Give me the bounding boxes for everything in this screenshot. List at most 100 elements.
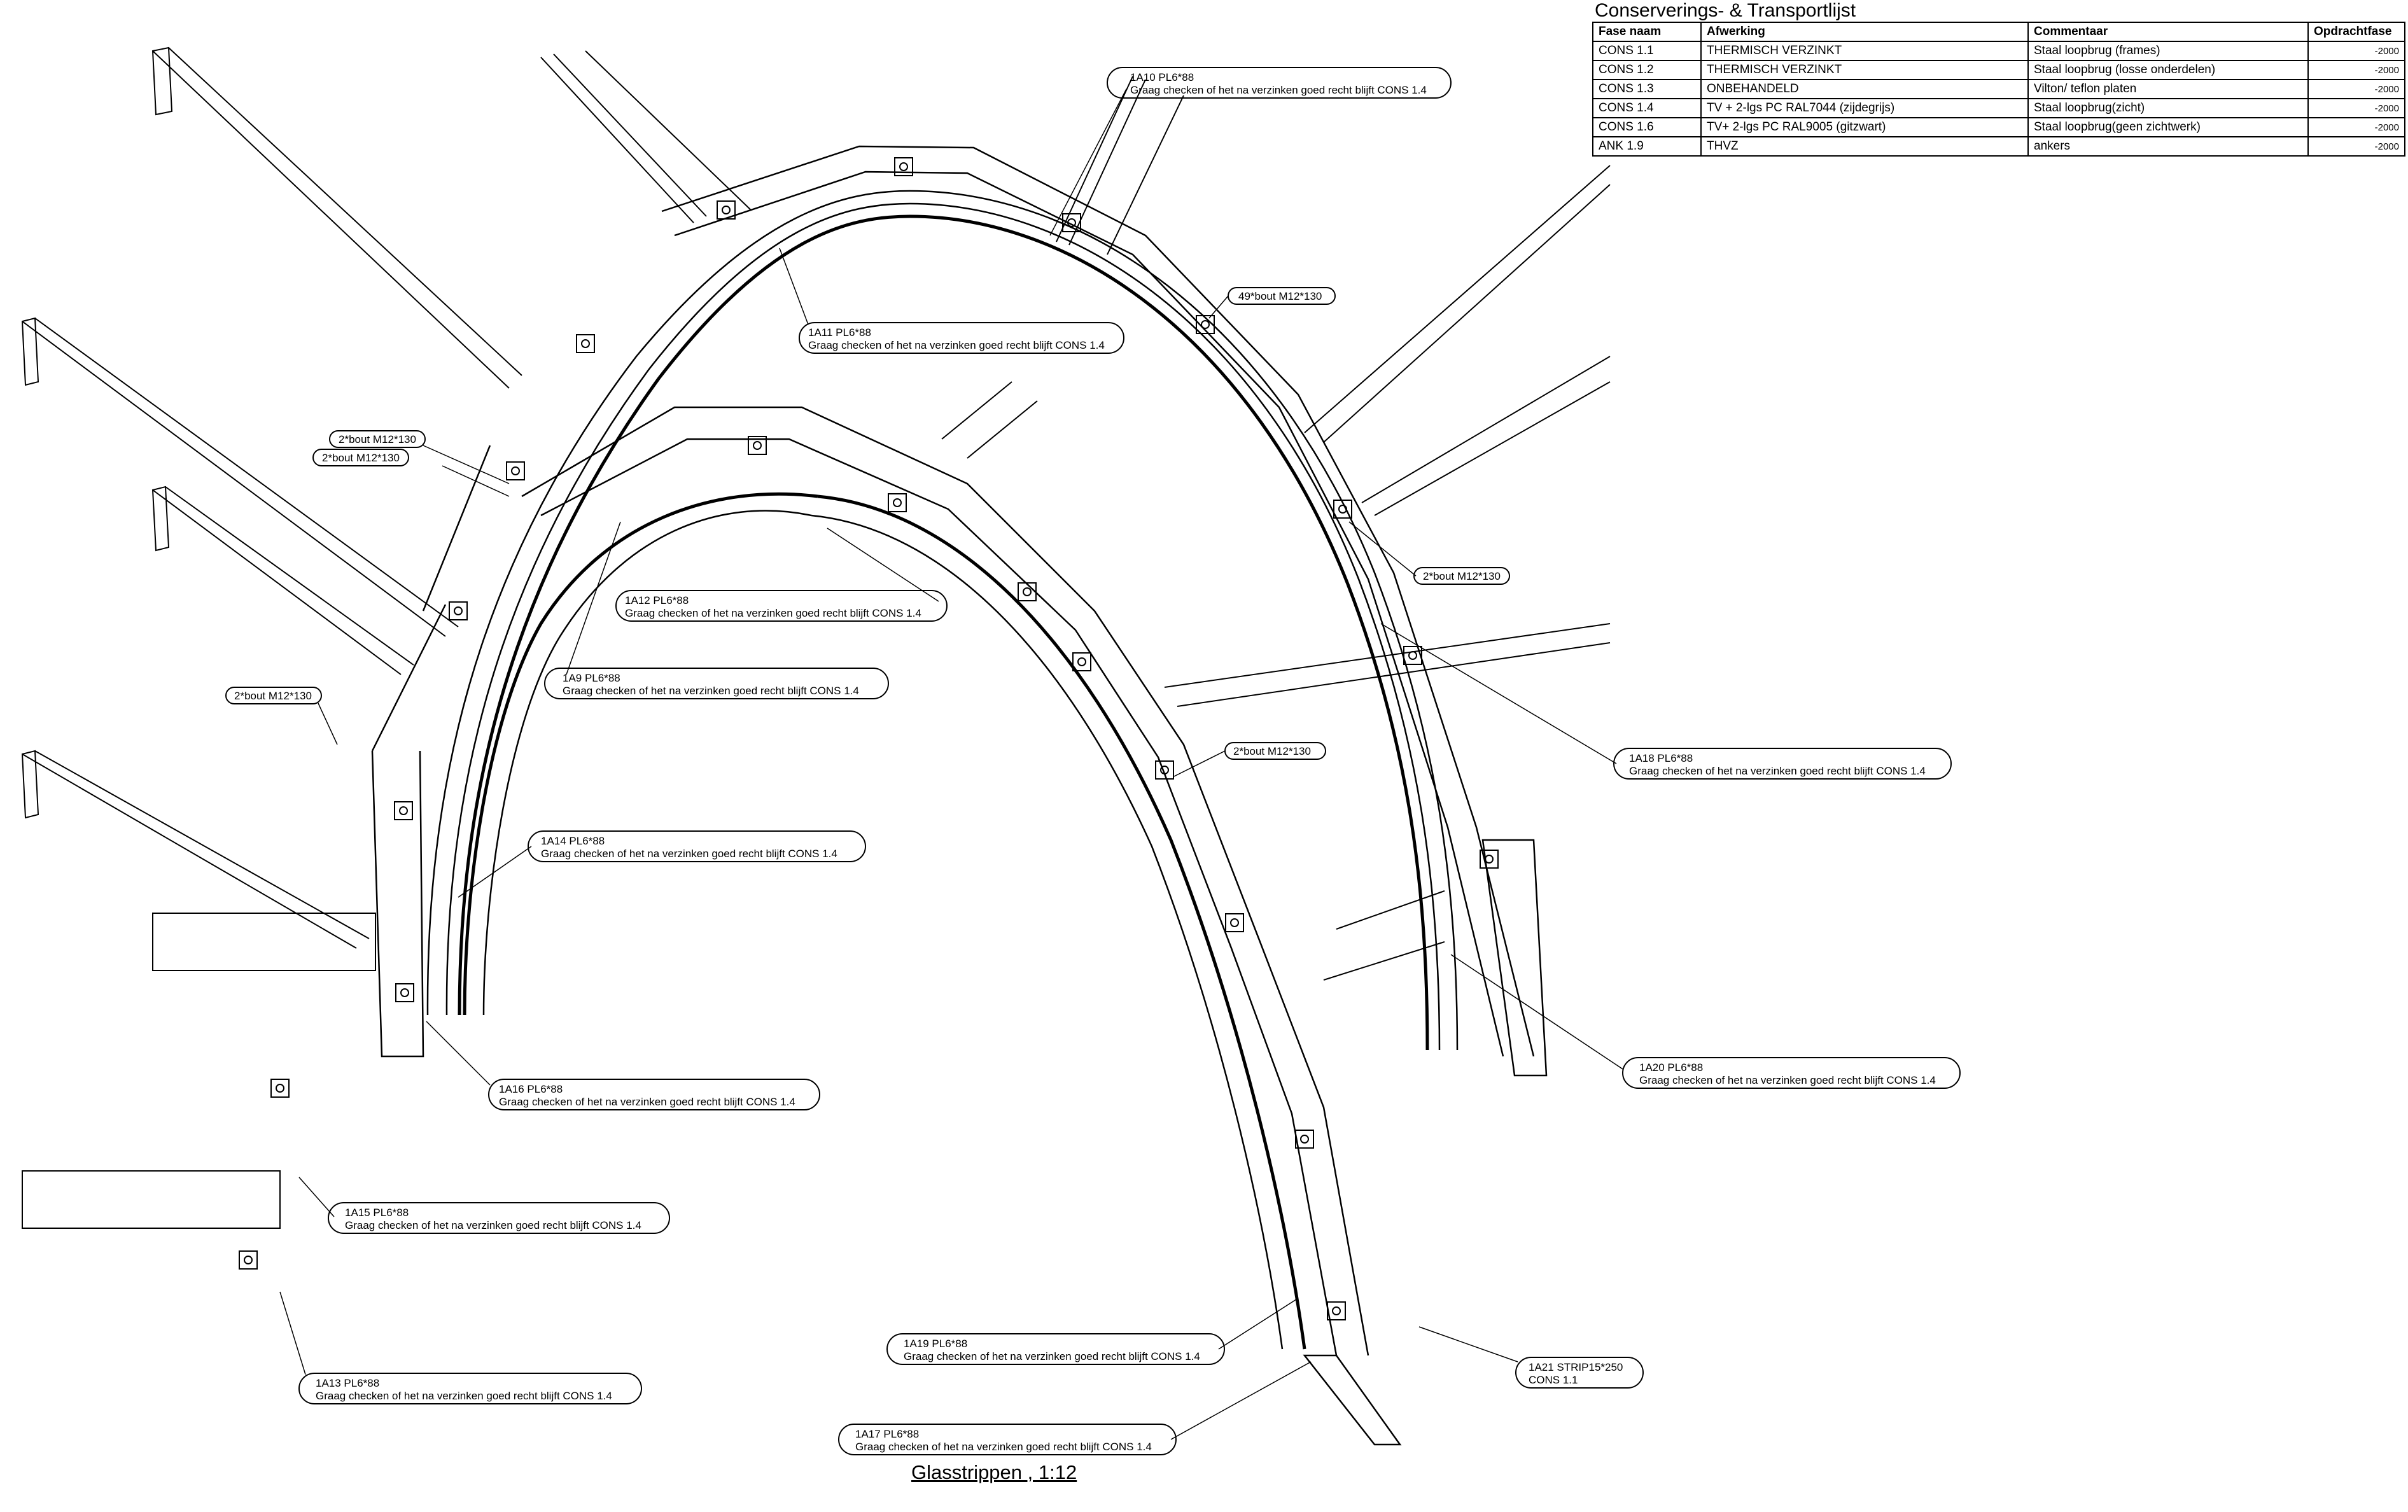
callout-box-bout-e xyxy=(1224,742,1326,760)
cell-fase-naam: CONS 1.2 xyxy=(1592,60,1702,80)
inner-arch-edge-2 xyxy=(463,492,818,1016)
leader-1a9 xyxy=(566,521,621,675)
callout-1a17-note: Graag checken of het na verzinken goed r… xyxy=(855,1441,1152,1453)
table-title: Conserverings- & Transportlijst xyxy=(1595,0,1856,21)
bracket xyxy=(1403,646,1422,665)
header-commentaar: Commentaar xyxy=(2027,22,2309,42)
leader-1a20 xyxy=(1450,954,1623,1070)
callout-box-1a11 xyxy=(799,322,1124,354)
beam-bottom-left xyxy=(22,1170,281,1229)
cell-opdrachtfase: -2000 xyxy=(2307,79,2405,99)
callout-1a21-title: 1A21 STRIP15*250 xyxy=(1529,1361,1623,1373)
callout-box-bout-c xyxy=(1413,567,1510,585)
leader-1a14 xyxy=(458,846,532,898)
bracket xyxy=(888,493,907,512)
bracket xyxy=(506,461,525,480)
bracket xyxy=(576,334,595,353)
callout-1a13-note: Graag checken of het na verzinken goed r… xyxy=(316,1390,612,1402)
cell-commentaar: Staal loopbrug(zicht) xyxy=(2027,98,2309,118)
cell-fase-naam: CONS 1.1 xyxy=(1592,41,1702,61)
inner-arch-box xyxy=(521,406,1369,1356)
leader-1a17 xyxy=(1170,1361,1312,1440)
leader-bout-49 xyxy=(1208,295,1229,319)
callout-1a15-title: 1A15 PL6*88 xyxy=(345,1207,409,1219)
outer-arch-box-top xyxy=(661,145,1535,1057)
beam-top-center-2 xyxy=(585,50,752,211)
callout-box-1a15 xyxy=(328,1202,670,1234)
beam-top-right-2 xyxy=(1107,95,1184,255)
bracket xyxy=(894,157,913,176)
cell-commentaar: ankers xyxy=(2027,136,2309,157)
bracket xyxy=(1155,760,1174,780)
callout-box-1a18 xyxy=(1613,748,1952,780)
leader-1a18 xyxy=(1380,623,1617,764)
inner-arch-edge-1 xyxy=(482,510,812,1016)
cell-afwerking: THERMISCH VERZINKT xyxy=(1700,41,2029,61)
bracket xyxy=(1196,315,1215,334)
callout-1a12-note: Graag checken of het na verzinken goed r… xyxy=(625,607,921,619)
cell-opdrachtfase: -2000 xyxy=(2307,136,2405,157)
callout-1a10-note: Graag checken of het na verzinken goed r… xyxy=(1130,84,1427,96)
outer-arch-box-top-2 xyxy=(674,171,1504,1057)
cell-opdrachtfase: -2000 xyxy=(2307,117,2405,137)
callout-bout-a-title: 2*bout M12*130 xyxy=(339,433,416,445)
beam-horizontal-left xyxy=(152,913,376,971)
leader-1a15 xyxy=(298,1177,335,1217)
leader-1a10 xyxy=(1049,88,1127,236)
callout-box-bout-a xyxy=(329,430,426,448)
bracket xyxy=(239,1250,258,1270)
callout-bout-e-title: 2*bout M12*130 xyxy=(1233,745,1311,757)
outer-arch-edge-1 xyxy=(426,190,1459,1051)
leader-1a11 xyxy=(779,248,809,325)
bracket xyxy=(1327,1301,1346,1320)
cell-afwerking: TV + 2-lgs PC RAL7044 (zijdegrijs) xyxy=(1700,98,2029,118)
cell-commentaar: Vilton/ teflon platen xyxy=(2027,79,2309,99)
leader-bout-a xyxy=(423,445,510,484)
beam-top-center-1 xyxy=(540,53,707,223)
bracket xyxy=(717,200,736,220)
callout-box-1a10 xyxy=(1107,67,1452,99)
cell-opdrachtfase: -2000 xyxy=(2307,60,2405,80)
leader-bout-e xyxy=(1173,750,1226,777)
cell-afwerking: THVZ xyxy=(1700,136,2029,157)
outer-arch-frame xyxy=(371,145,1548,1077)
leader-1a19 xyxy=(1218,1298,1299,1350)
cell-afwerking: ONBEHANDELD xyxy=(1700,79,2029,99)
callout-1a12-title: 1A12 PL6*88 xyxy=(625,594,689,606)
bracket xyxy=(1225,913,1244,932)
leader-lines xyxy=(279,88,1623,1440)
cell-commentaar: Staal loopbrug (frames) xyxy=(2027,41,2309,61)
cell-commentaar: Staal loopbrug (losse onderdelen) xyxy=(2027,60,2309,80)
callout-box-bout-49 xyxy=(1228,287,1336,305)
callout-bout-d-title: 2*bout M12*130 xyxy=(234,690,312,702)
callout-1a15-note: Graag checken of het na verzinken goed r… xyxy=(345,1219,641,1231)
bracket xyxy=(270,1079,290,1098)
drawing-caption: Glasstrippen , 1:12 xyxy=(911,1461,1077,1483)
callout-bubbles xyxy=(225,67,1961,1455)
leader-1a12 xyxy=(827,528,939,602)
callout-1a20-title: 1A20 PL6*88 xyxy=(1639,1061,1703,1074)
callout-1a11-note: Graag checken of het na verzinken goed r… xyxy=(808,339,1105,351)
callout-box-1a17 xyxy=(838,1424,1177,1455)
callout-box-bout-d xyxy=(225,687,322,704)
beam-right-4 xyxy=(1323,890,1445,981)
beam-right-1 xyxy=(1304,165,1611,443)
beam-right-2 xyxy=(1361,356,1611,516)
callout-1a16-note: Graag checken of het na verzinken goed r… xyxy=(499,1096,795,1108)
callout-box-1a21 xyxy=(1515,1357,1644,1389)
callout-1a20-note: Graag checken of het na verzinken goed r… xyxy=(1639,1074,1936,1086)
callout-box-1a16 xyxy=(488,1079,820,1110)
callout-bout-b-title: 2*bout M12*130 xyxy=(322,452,400,464)
callout-box-1a13 xyxy=(298,1373,642,1404)
leader-bout-b xyxy=(442,465,510,497)
callout-texts: 1A10 PL6*88 Graag checken of het na verz… xyxy=(234,71,1936,1453)
cell-afwerking: TV+ 2-lgs PC RAL9005 (gitzwart) xyxy=(1700,117,2029,137)
bracket xyxy=(1018,582,1037,601)
cell-opdrachtfase: -2000 xyxy=(2307,41,2405,61)
callout-1a19-title: 1A19 PL6*88 xyxy=(904,1338,967,1350)
outer-left-leg xyxy=(371,445,491,1058)
